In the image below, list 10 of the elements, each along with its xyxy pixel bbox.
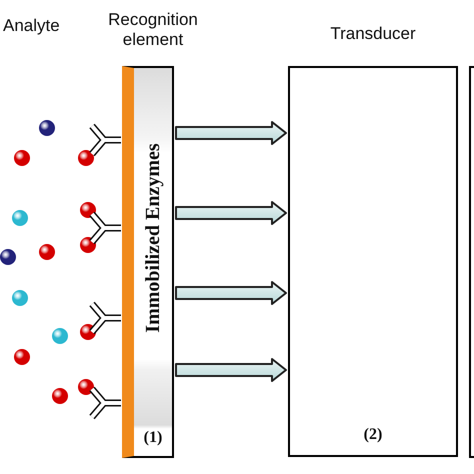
heading: Recognition element xyxy=(107,10,199,50)
number-label: (2) xyxy=(364,425,382,445)
analyte-label: Analyte xyxy=(3,15,60,37)
heading: Transducer xyxy=(330,23,416,45)
block-arrow xyxy=(175,121,287,145)
block-arrow xyxy=(175,281,287,305)
number-label: (1) xyxy=(144,428,162,448)
block-arrow xyxy=(175,358,287,382)
block-arrow xyxy=(175,201,287,225)
vertical-label: Immobilized Enzymes xyxy=(141,143,165,333)
